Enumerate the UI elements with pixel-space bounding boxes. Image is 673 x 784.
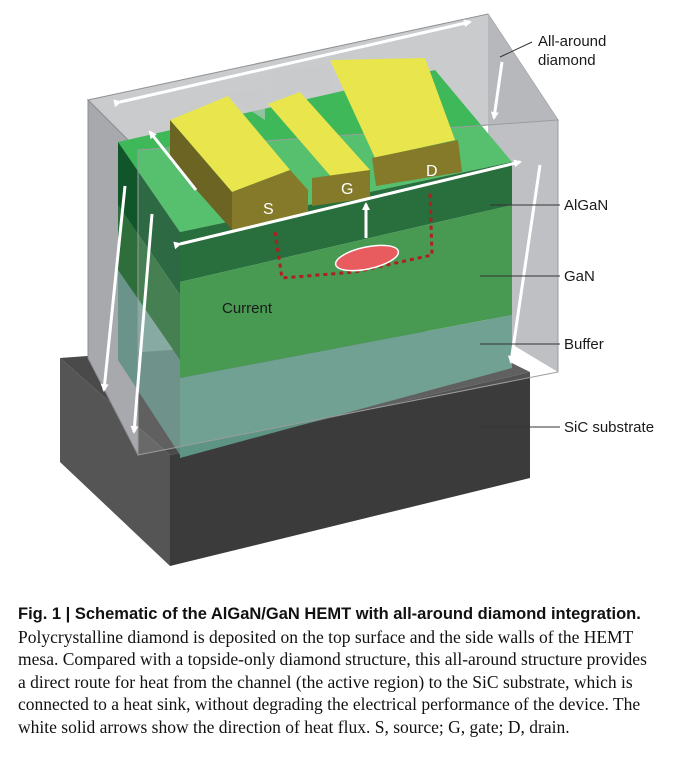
label-algan: AlGaN (564, 197, 608, 214)
heat-flux-arrows (100, 19, 542, 434)
hemt-schematic: All-around diamond AlGaN GaN Buffer SiC … (60, 13, 654, 566)
caption-figure-number: Fig. 1 | (18, 605, 75, 623)
caption-body: Polycrystalline diamond is deposited on … (18, 626, 647, 737)
label-all-around-line2: diamond (538, 52, 596, 69)
label-sic-substrate: SiC substrate (564, 419, 654, 436)
caption-title: Schematic of the AlGaN/GaN HEMT with all… (74, 605, 641, 623)
label-current: Current (222, 300, 273, 317)
buffer-layer (180, 315, 512, 458)
label-gate: G (341, 181, 353, 198)
figure-caption: Fig. 1 | Schematic of the AlGaN/GaN HEMT… (18, 602, 658, 739)
label-source: S (263, 201, 274, 218)
label-buffer: Buffer (564, 336, 604, 353)
leader-all-around (499, 41, 533, 58)
label-all-around-line1: All-around (538, 33, 606, 50)
label-drain: D (426, 163, 438, 180)
label-gan: GaN (564, 268, 595, 285)
mesa-left-side (118, 142, 180, 455)
